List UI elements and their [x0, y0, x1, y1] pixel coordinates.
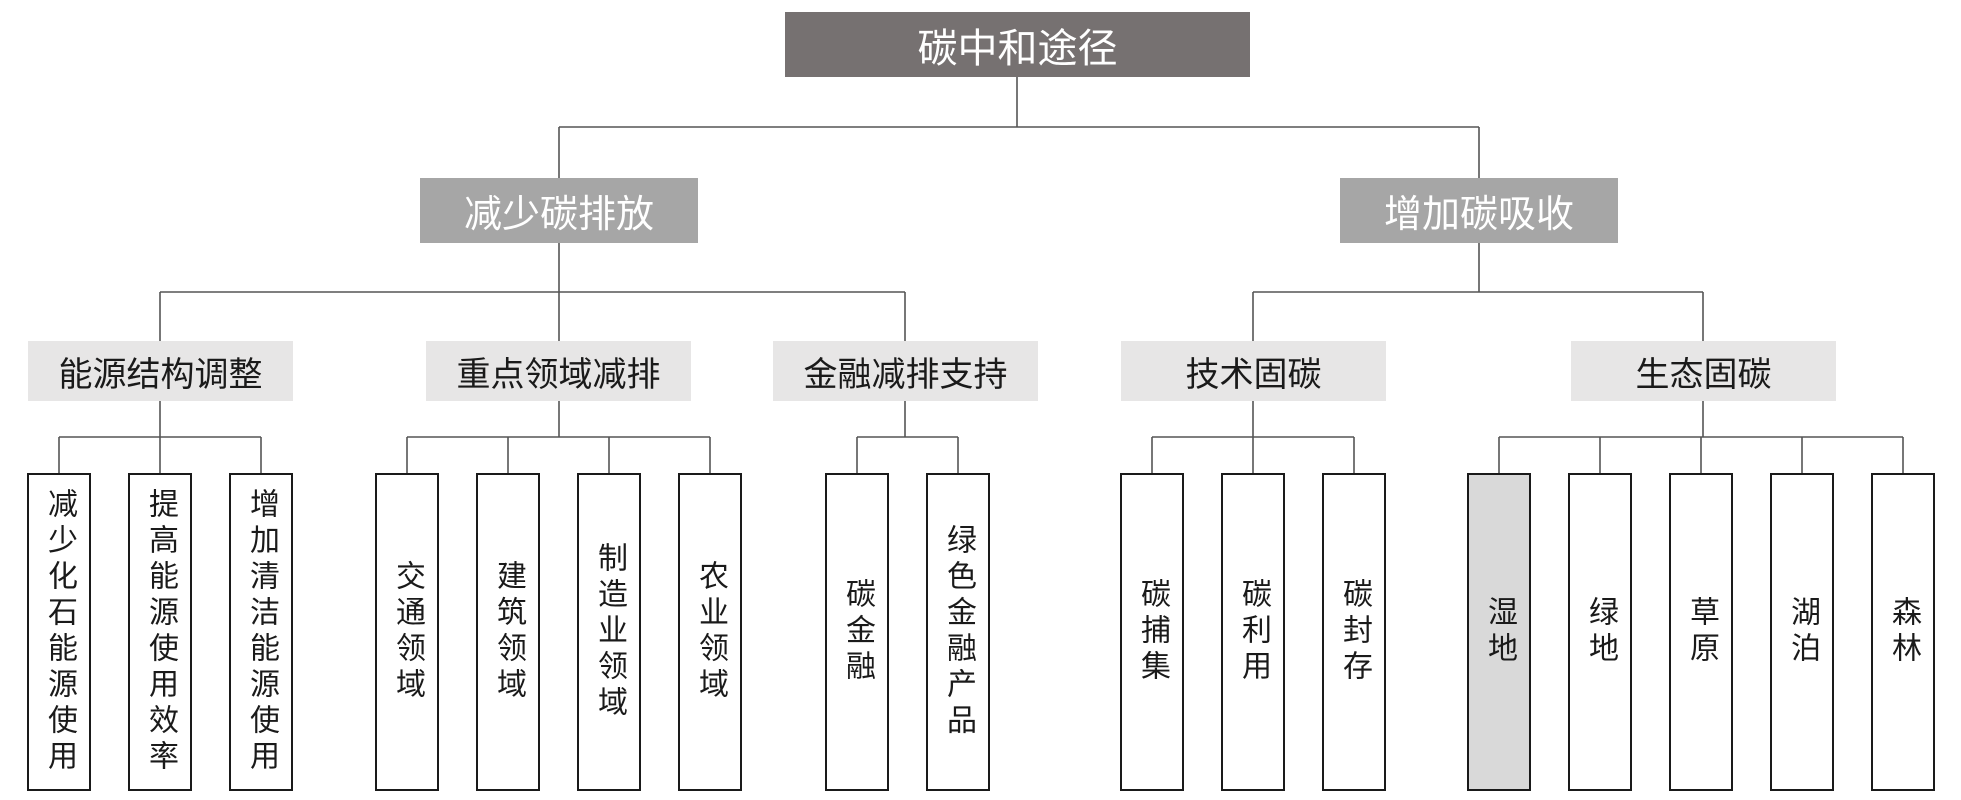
- leaf-manufacturing: 制造业领域: [577, 473, 641, 791]
- leaf-label: 碳捕集: [1135, 578, 1170, 686]
- branch-node-reduce-emissions: 减少碳排放: [420, 178, 698, 243]
- leaf-label: 草原: [1684, 596, 1719, 668]
- leaf-label: 绿色金融产品: [941, 524, 976, 740]
- leaf-label: 碳金融: [840, 578, 875, 686]
- leaf-label: 减少化石能源使用: [42, 488, 77, 776]
- leaf-building: 建筑领域: [476, 473, 540, 791]
- leaf-transport: 交通领域: [375, 473, 439, 791]
- leaf-label: 建筑领域: [491, 560, 526, 704]
- category-node-tech-sequestration: 技术固碳: [1121, 341, 1386, 401]
- leaf-label: 提高能源使用效率: [143, 488, 178, 776]
- category-label: 金融减排支持: [803, 354, 1008, 395]
- category-label: 技术固碳: [1185, 354, 1322, 395]
- leaf-forest: 森林: [1871, 473, 1935, 791]
- leaf-carbon-capture: 碳捕集: [1120, 473, 1184, 791]
- root-label: 碳中和途径: [917, 25, 1118, 72]
- branch-node-increase-absorption: 增加碳吸收: [1340, 178, 1618, 243]
- leaf-increase-clean-energy: 增加清洁能源使用: [229, 473, 293, 791]
- leaf-green-space: 绿地: [1568, 473, 1632, 791]
- leaf-label: 森林: [1886, 596, 1921, 668]
- branch-label: 增加碳吸收: [1383, 192, 1574, 236]
- leaf-wetland: 湿地: [1467, 473, 1531, 791]
- leaf-label: 交通领域: [390, 560, 425, 704]
- leaf-label: 增加清洁能源使用: [244, 488, 279, 776]
- leaf-carbon-storage: 碳封存: [1322, 473, 1386, 791]
- leaf-agriculture: 农业领域: [678, 473, 742, 791]
- leaf-label: 碳利用: [1236, 578, 1271, 686]
- category-node-energy-structure: 能源结构调整: [28, 341, 293, 401]
- leaf-label: 碳封存: [1337, 578, 1372, 686]
- category-node-key-sectors: 重点领域减排: [426, 341, 691, 401]
- category-label: 重点领域减排: [456, 354, 661, 395]
- category-label: 能源结构调整: [58, 354, 263, 395]
- leaf-label: 湿地: [1482, 596, 1517, 668]
- category-node-finance-support: 金融减排支持: [773, 341, 1038, 401]
- root-node: 碳中和途径: [785, 12, 1250, 77]
- leaf-grassland: 草原: [1669, 473, 1733, 791]
- leaf-label: 湖泊: [1785, 596, 1820, 668]
- leaf-lake: 湖泊: [1770, 473, 1834, 791]
- category-node-eco-sequestration: 生态固碳: [1571, 341, 1836, 401]
- leaf-carbon-utilization: 碳利用: [1221, 473, 1285, 791]
- leaf-green-finance-products: 绿色金融产品: [926, 473, 990, 791]
- leaf-label: 农业领域: [693, 560, 728, 704]
- leaf-label: 制造业领域: [592, 542, 627, 722]
- leaf-improve-energy-efficiency: 提高能源使用效率: [128, 473, 192, 791]
- leaf-carbon-finance: 碳金融: [825, 473, 889, 791]
- leaf-reduce-fossil-energy: 减少化石能源使用: [27, 473, 91, 791]
- branch-label: 减少碳排放: [463, 192, 654, 236]
- category-label: 生态固碳: [1635, 354, 1772, 395]
- leaf-label: 绿地: [1583, 596, 1618, 668]
